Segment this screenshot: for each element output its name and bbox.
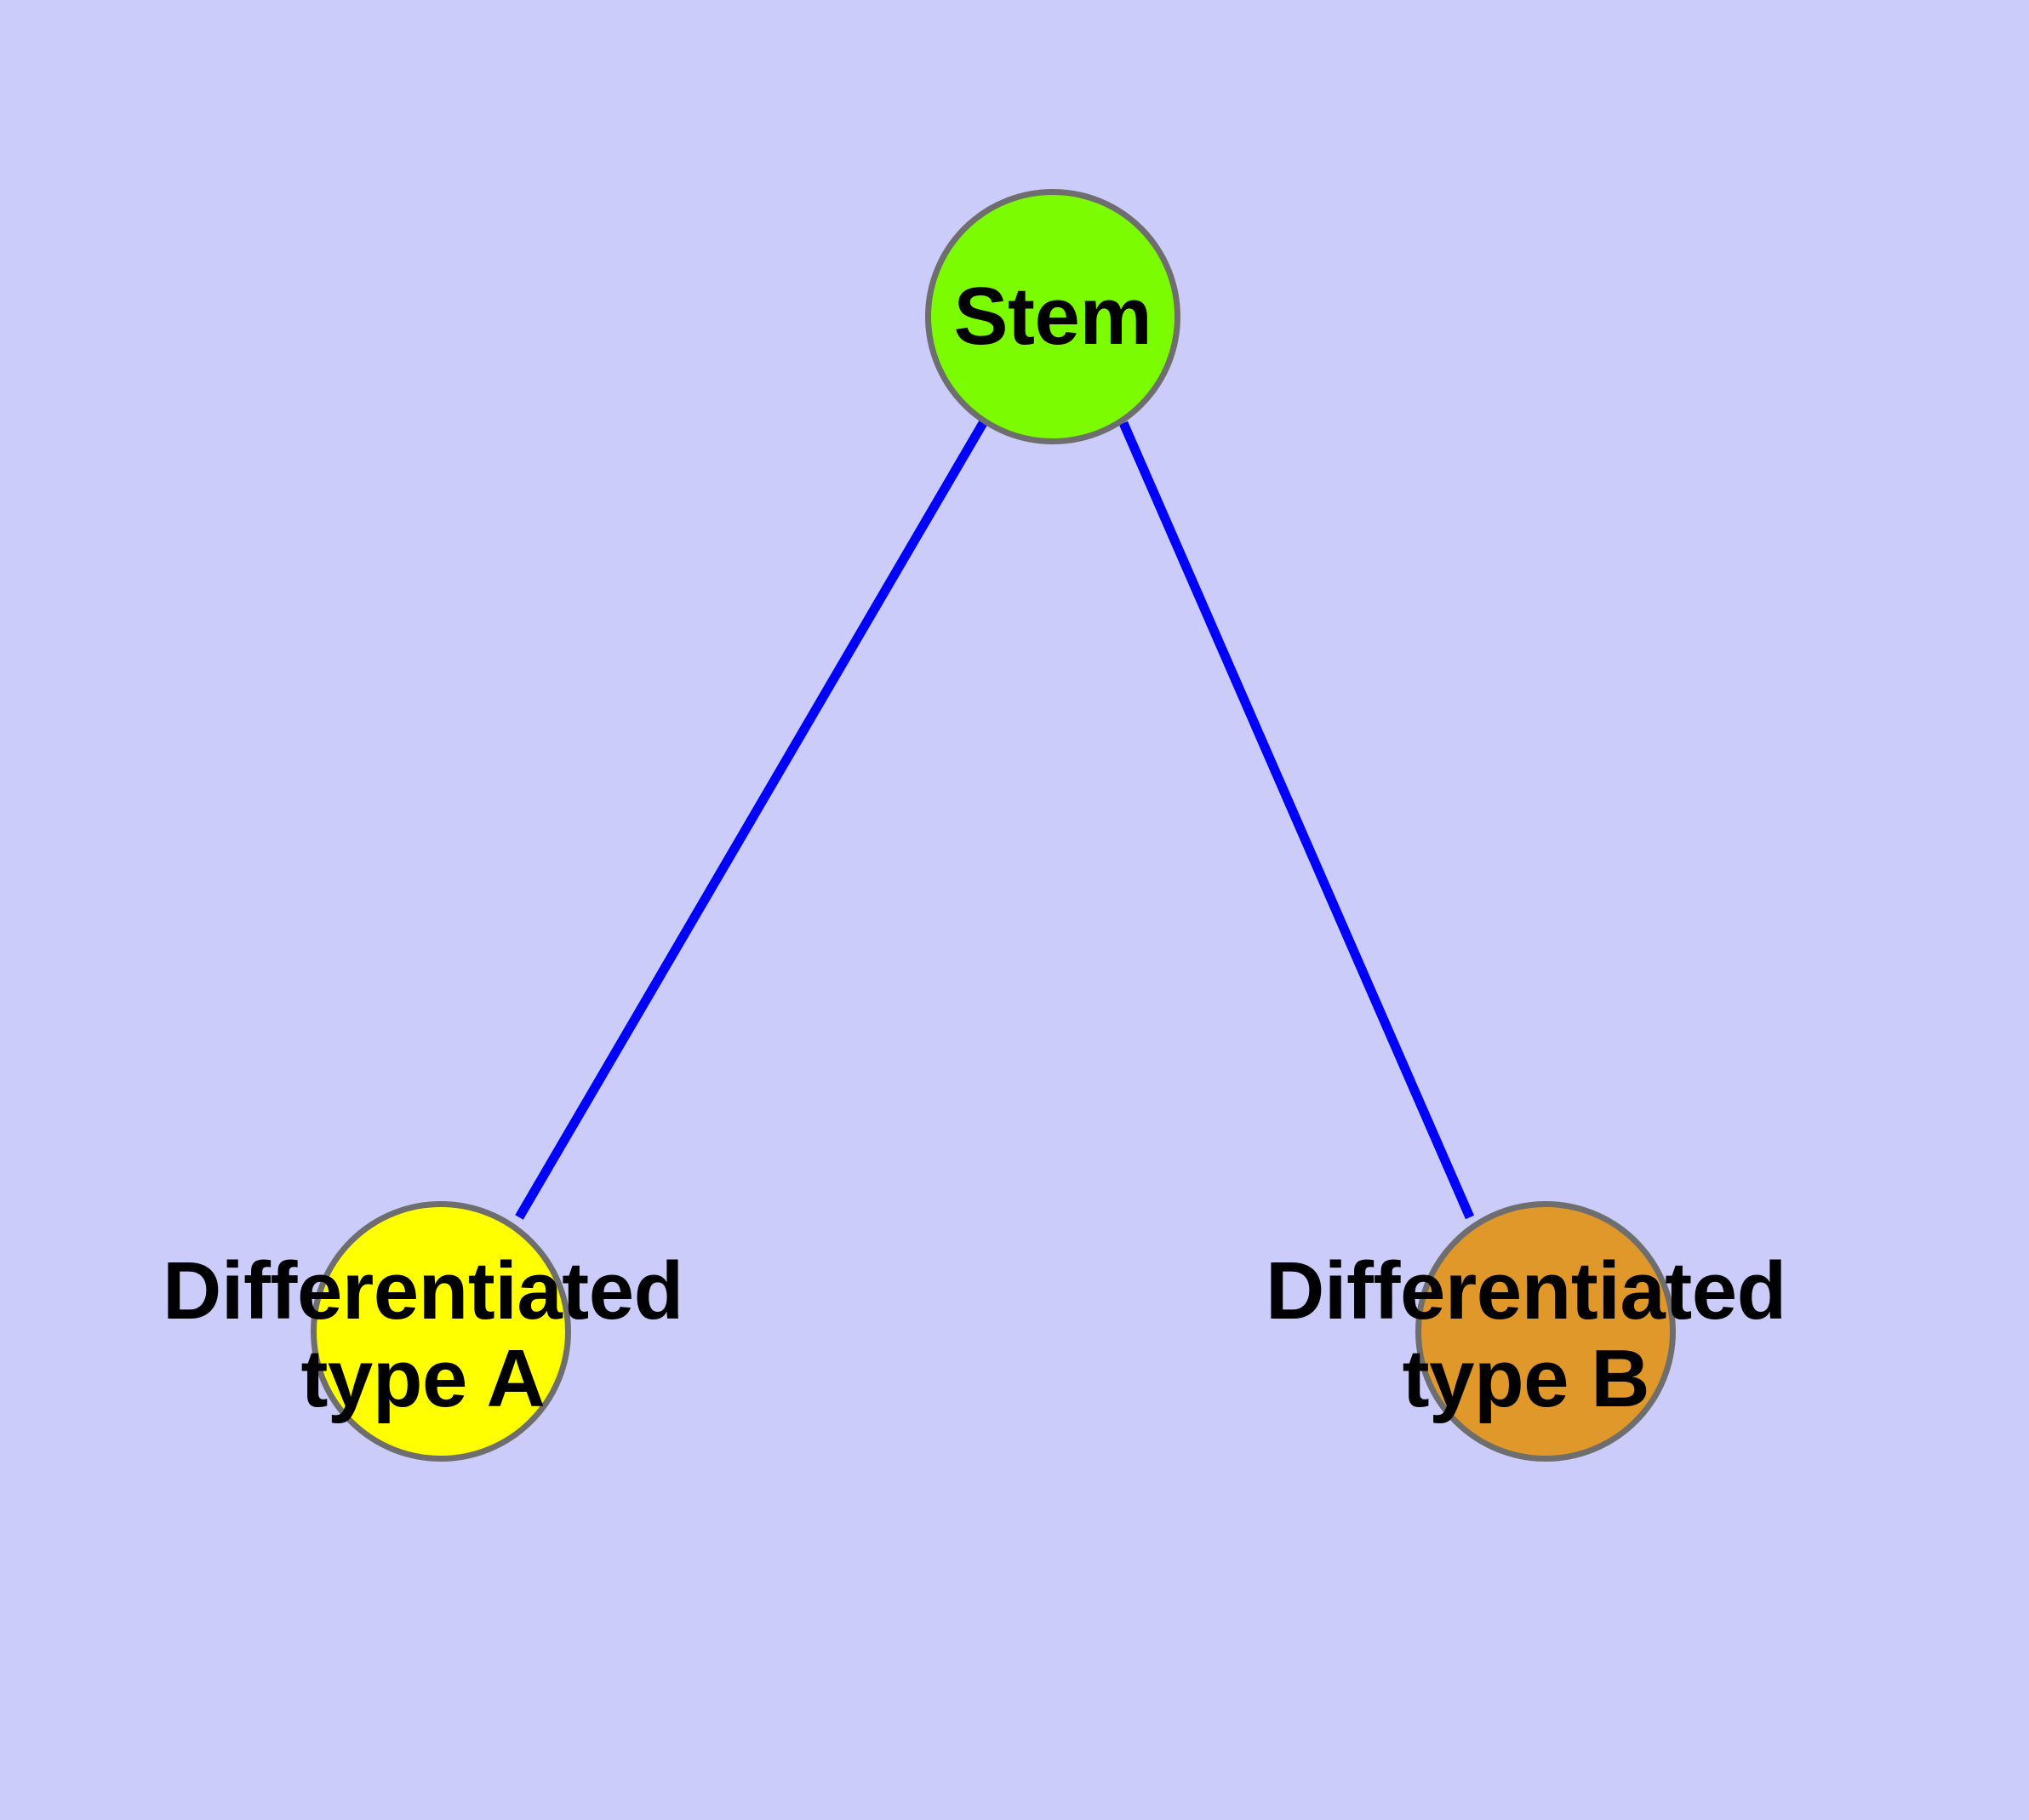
graph-node-stem[interactable]: [925, 189, 1180, 444]
graph-edge-stem-diff_a: [515, 421, 987, 1220]
graph-node-diff_a[interactable]: [311, 1201, 571, 1462]
graph-edge-stem-diff_b: [1118, 421, 1475, 1220]
graph-node-diff_b[interactable]: [1415, 1201, 1676, 1462]
